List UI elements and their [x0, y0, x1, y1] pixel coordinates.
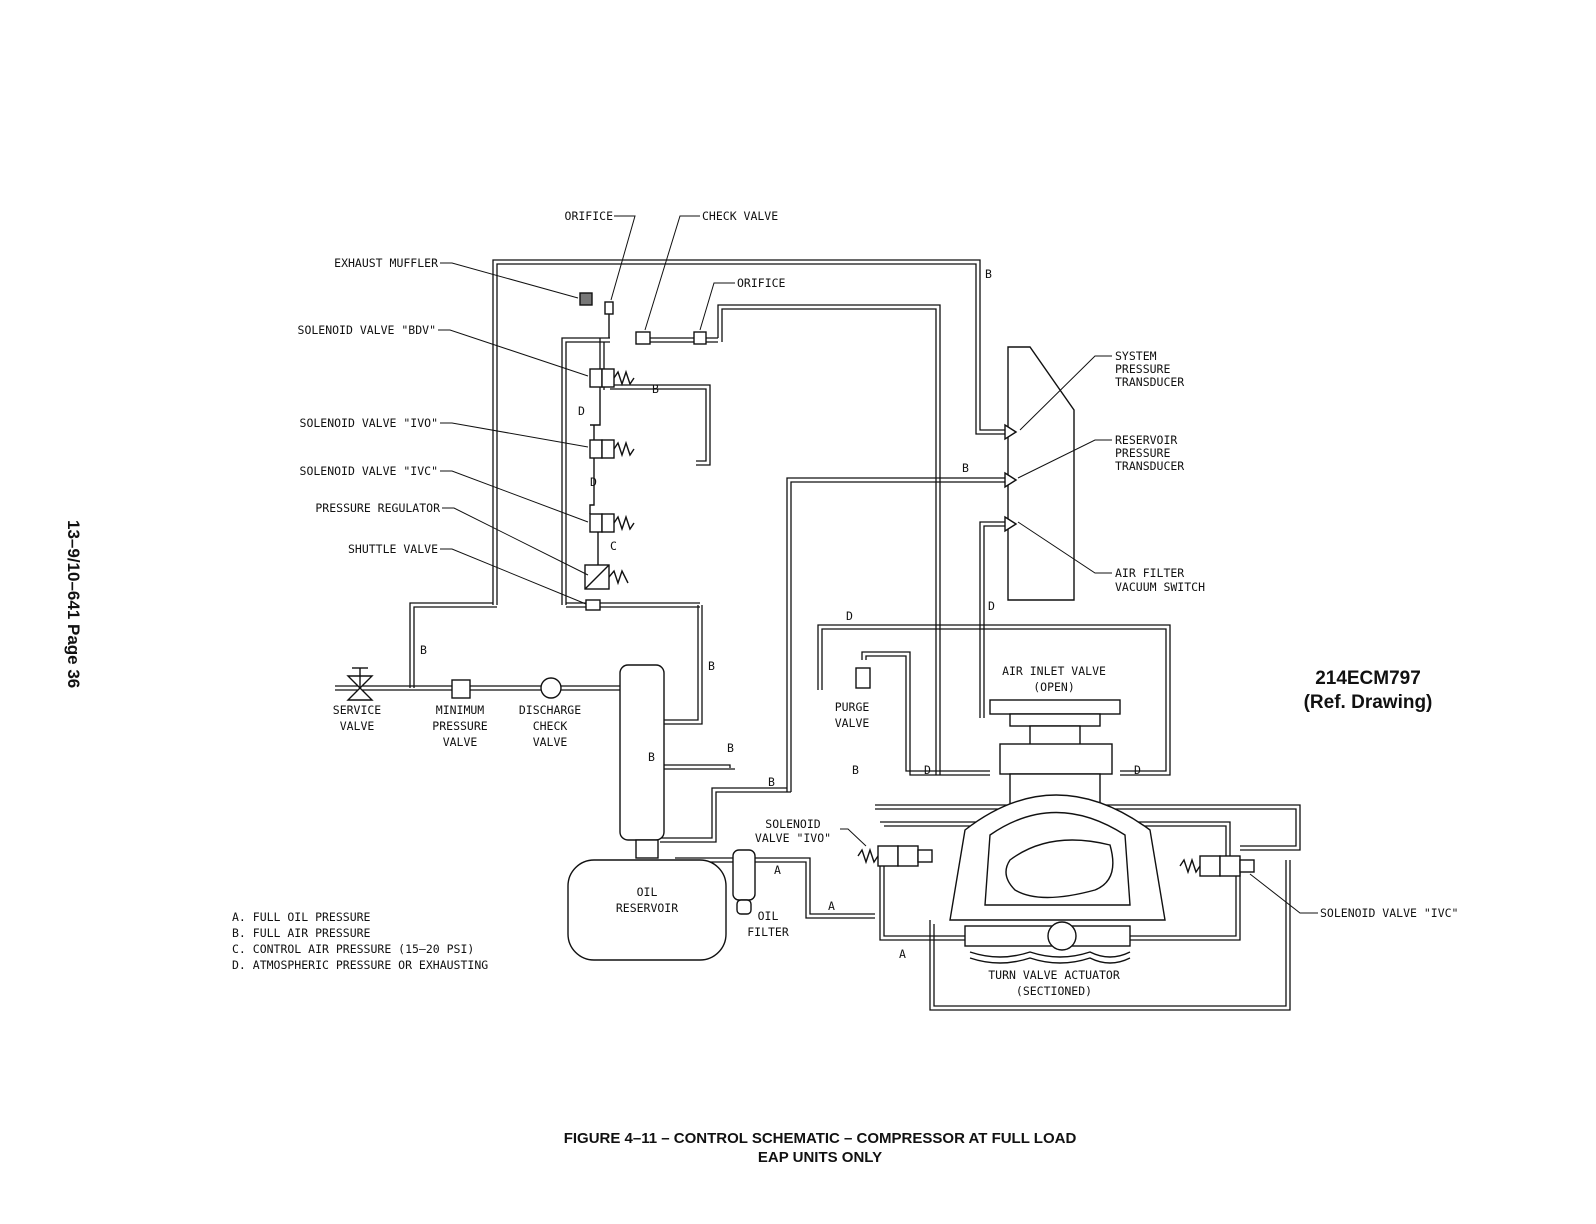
label-turn-valve-actuator-1: TURN VALVE ACTUATOR [988, 968, 1120, 982]
leader-lines [438, 215, 1318, 914]
label-system-pressure-transducer-3: TRANSDUCER [1115, 375, 1184, 389]
labels: ORIFICE CHECK VALVE ORIFICE EXHAUST MUFF… [298, 209, 1459, 998]
transducer-panel [1007, 346, 1075, 601]
label-reservoir-pressure-transducer-2: PRESSURE [1115, 446, 1170, 460]
line-code: D [1134, 763, 1141, 777]
line-code: B [727, 741, 734, 755]
line-code: B [985, 267, 992, 281]
shuttle-valve-icon [585, 599, 601, 611]
line-codes: B B D D C B D B B D B B B B D D A A A [420, 267, 1141, 961]
label-discharge-check-valve-3: VALVE [533, 735, 568, 749]
line-code: D [578, 404, 585, 418]
label-air-inlet-valve-2: (OPEN) [1033, 680, 1075, 694]
label-air-filter-vacuum-switch-2: VACUUM SWITCH [1115, 580, 1205, 594]
purge-valve-icon [855, 667, 871, 689]
label-solenoid-ivo-lower-2: VALVE "IVO" [755, 831, 831, 845]
label-turn-valve-actuator-2: (SECTIONED) [1016, 984, 1092, 998]
oil-filter-icon [732, 849, 756, 901]
reference-drawing-note: (Ref. Drawing) [1304, 692, 1433, 713]
label-pressure-regulator: PRESSURE REGULATOR [315, 501, 440, 515]
line-code: B [648, 750, 655, 764]
label-solenoid-ivc-upper: SOLENOID VALVE "IVC" [300, 464, 438, 478]
system-pressure-transducer-icon [1004, 423, 1018, 441]
label-oil-reservoir-1: OIL [637, 885, 658, 899]
separator-tank [619, 664, 665, 841]
line-code: B [652, 382, 659, 396]
label-purge-valve-1: PURGE [835, 700, 870, 714]
orifice-icon [604, 301, 614, 315]
turn-valve-actuator-icon [964, 921, 1131, 964]
label-solenoid-ivo-lower-1: SOLENOID [765, 817, 820, 831]
service-valve-icon [346, 667, 374, 701]
label-oil-filter-1: OIL [758, 909, 779, 923]
legend-item: B. FULL AIR PRESSURE [232, 926, 371, 940]
line-code: D [590, 475, 597, 489]
label-minimum-pressure-valve-1: MINIMUM [436, 703, 485, 717]
solenoid-ivo-upper-icon [589, 439, 635, 459]
label-solenoid-ivc-lower: SOLENOID VALVE "IVC" [1320, 906, 1458, 920]
line-code: B [708, 659, 715, 673]
air-inlet-valve-icon [989, 699, 1121, 805]
label-air-inlet-valve-1: AIR INLET VALVE [1002, 664, 1106, 678]
line-code: A [899, 947, 906, 961]
label-minimum-pressure-valve-2: PRESSURE [432, 719, 487, 733]
label-service-valve-2: VALVE [340, 719, 375, 733]
line-code: D [924, 763, 931, 777]
label-solenoid-ivo-upper: SOLENOID VALVE "IVO" [300, 416, 438, 430]
line-code: B [768, 775, 775, 789]
line-code: B [852, 763, 859, 777]
line-code: A [828, 899, 835, 913]
figure-subcaption: EAP UNITS ONLY [758, 1149, 882, 1166]
label-air-filter-vacuum-switch-1: AIR FILTER [1115, 566, 1184, 580]
air-filter-vacuum-switch-icon [1004, 515, 1018, 533]
label-oil-filter-2: FILTER [747, 925, 789, 939]
line-code: D [988, 599, 995, 613]
oil-reservoir-tank [567, 859, 727, 961]
legend-item: A. FULL OIL PRESSURE [232, 910, 371, 924]
figure-caption: FIGURE 4–11 – CONTROL SCHEMATIC – COMPRE… [564, 1130, 1077, 1147]
components [346, 292, 1255, 964]
label-system-pressure-transducer-1: SYSTEM [1115, 349, 1157, 363]
discharge-check-valve-icon [540, 677, 562, 699]
page-header: 13–9/10–641 Page 36 [64, 520, 83, 688]
label-orifice-right: ORIFICE [737, 276, 786, 290]
legend-item: C. CONTROL AIR PRESSURE (15–20 PSI) [232, 942, 474, 956]
pressure-legend: A. FULL OIL PRESSURE B. FULL AIR PRESSUR… [232, 910, 488, 972]
label-orifice-top: ORIFICE [565, 209, 614, 223]
line-code: B [962, 461, 969, 475]
label-service-valve-1: SERVICE [333, 703, 382, 717]
label-reservoir-pressure-transducer-3: TRANSDUCER [1115, 459, 1184, 473]
label-solenoid-bdv: SOLENOID VALVE "BDV" [298, 323, 436, 337]
label-discharge-check-valve-1: DISCHARGE [519, 703, 581, 717]
solenoid-ivc-lower-icon [1179, 855, 1255, 877]
line-code: C [610, 539, 617, 553]
label-system-pressure-transducer-2: PRESSURE [1115, 362, 1170, 376]
line-code: B [420, 643, 427, 657]
label-purge-valve-2: VALVE [835, 716, 870, 730]
compressor-housing [949, 794, 1166, 921]
label-check-valve: CHECK VALVE [702, 209, 778, 223]
solenoid-ivo-lower-icon [857, 845, 933, 867]
reservoir-pressure-transducer-icon [1004, 471, 1018, 489]
label-exhaust-muffler: EXHAUST MUFFLER [334, 256, 438, 270]
piping [335, 259, 1301, 1011]
line-code: D [846, 609, 853, 623]
label-shuttle-valve: SHUTTLE VALVE [348, 542, 438, 556]
label-discharge-check-valve-2: CHECK [533, 719, 568, 733]
reference-drawing-number: 214ECM797 [1315, 668, 1421, 689]
label-reservoir-pressure-transducer-1: RESERVOIR [1115, 433, 1177, 447]
line-code: A [774, 863, 781, 877]
solenoid-ivc-upper-icon [589, 513, 635, 533]
orifice-icon [693, 331, 707, 345]
label-oil-reservoir-2: RESERVOIR [616, 901, 678, 915]
exhaust-muffler-icon [579, 292, 593, 306]
label-minimum-pressure-valve-3: VALVE [443, 735, 478, 749]
legend-item: D. ATMOSPHERIC PRESSURE OR EXHAUSTING [232, 958, 488, 972]
solenoid-bdv-icon [589, 368, 635, 388]
minimum-pressure-valve-icon [451, 679, 471, 699]
check-valve-icon [635, 331, 651, 345]
